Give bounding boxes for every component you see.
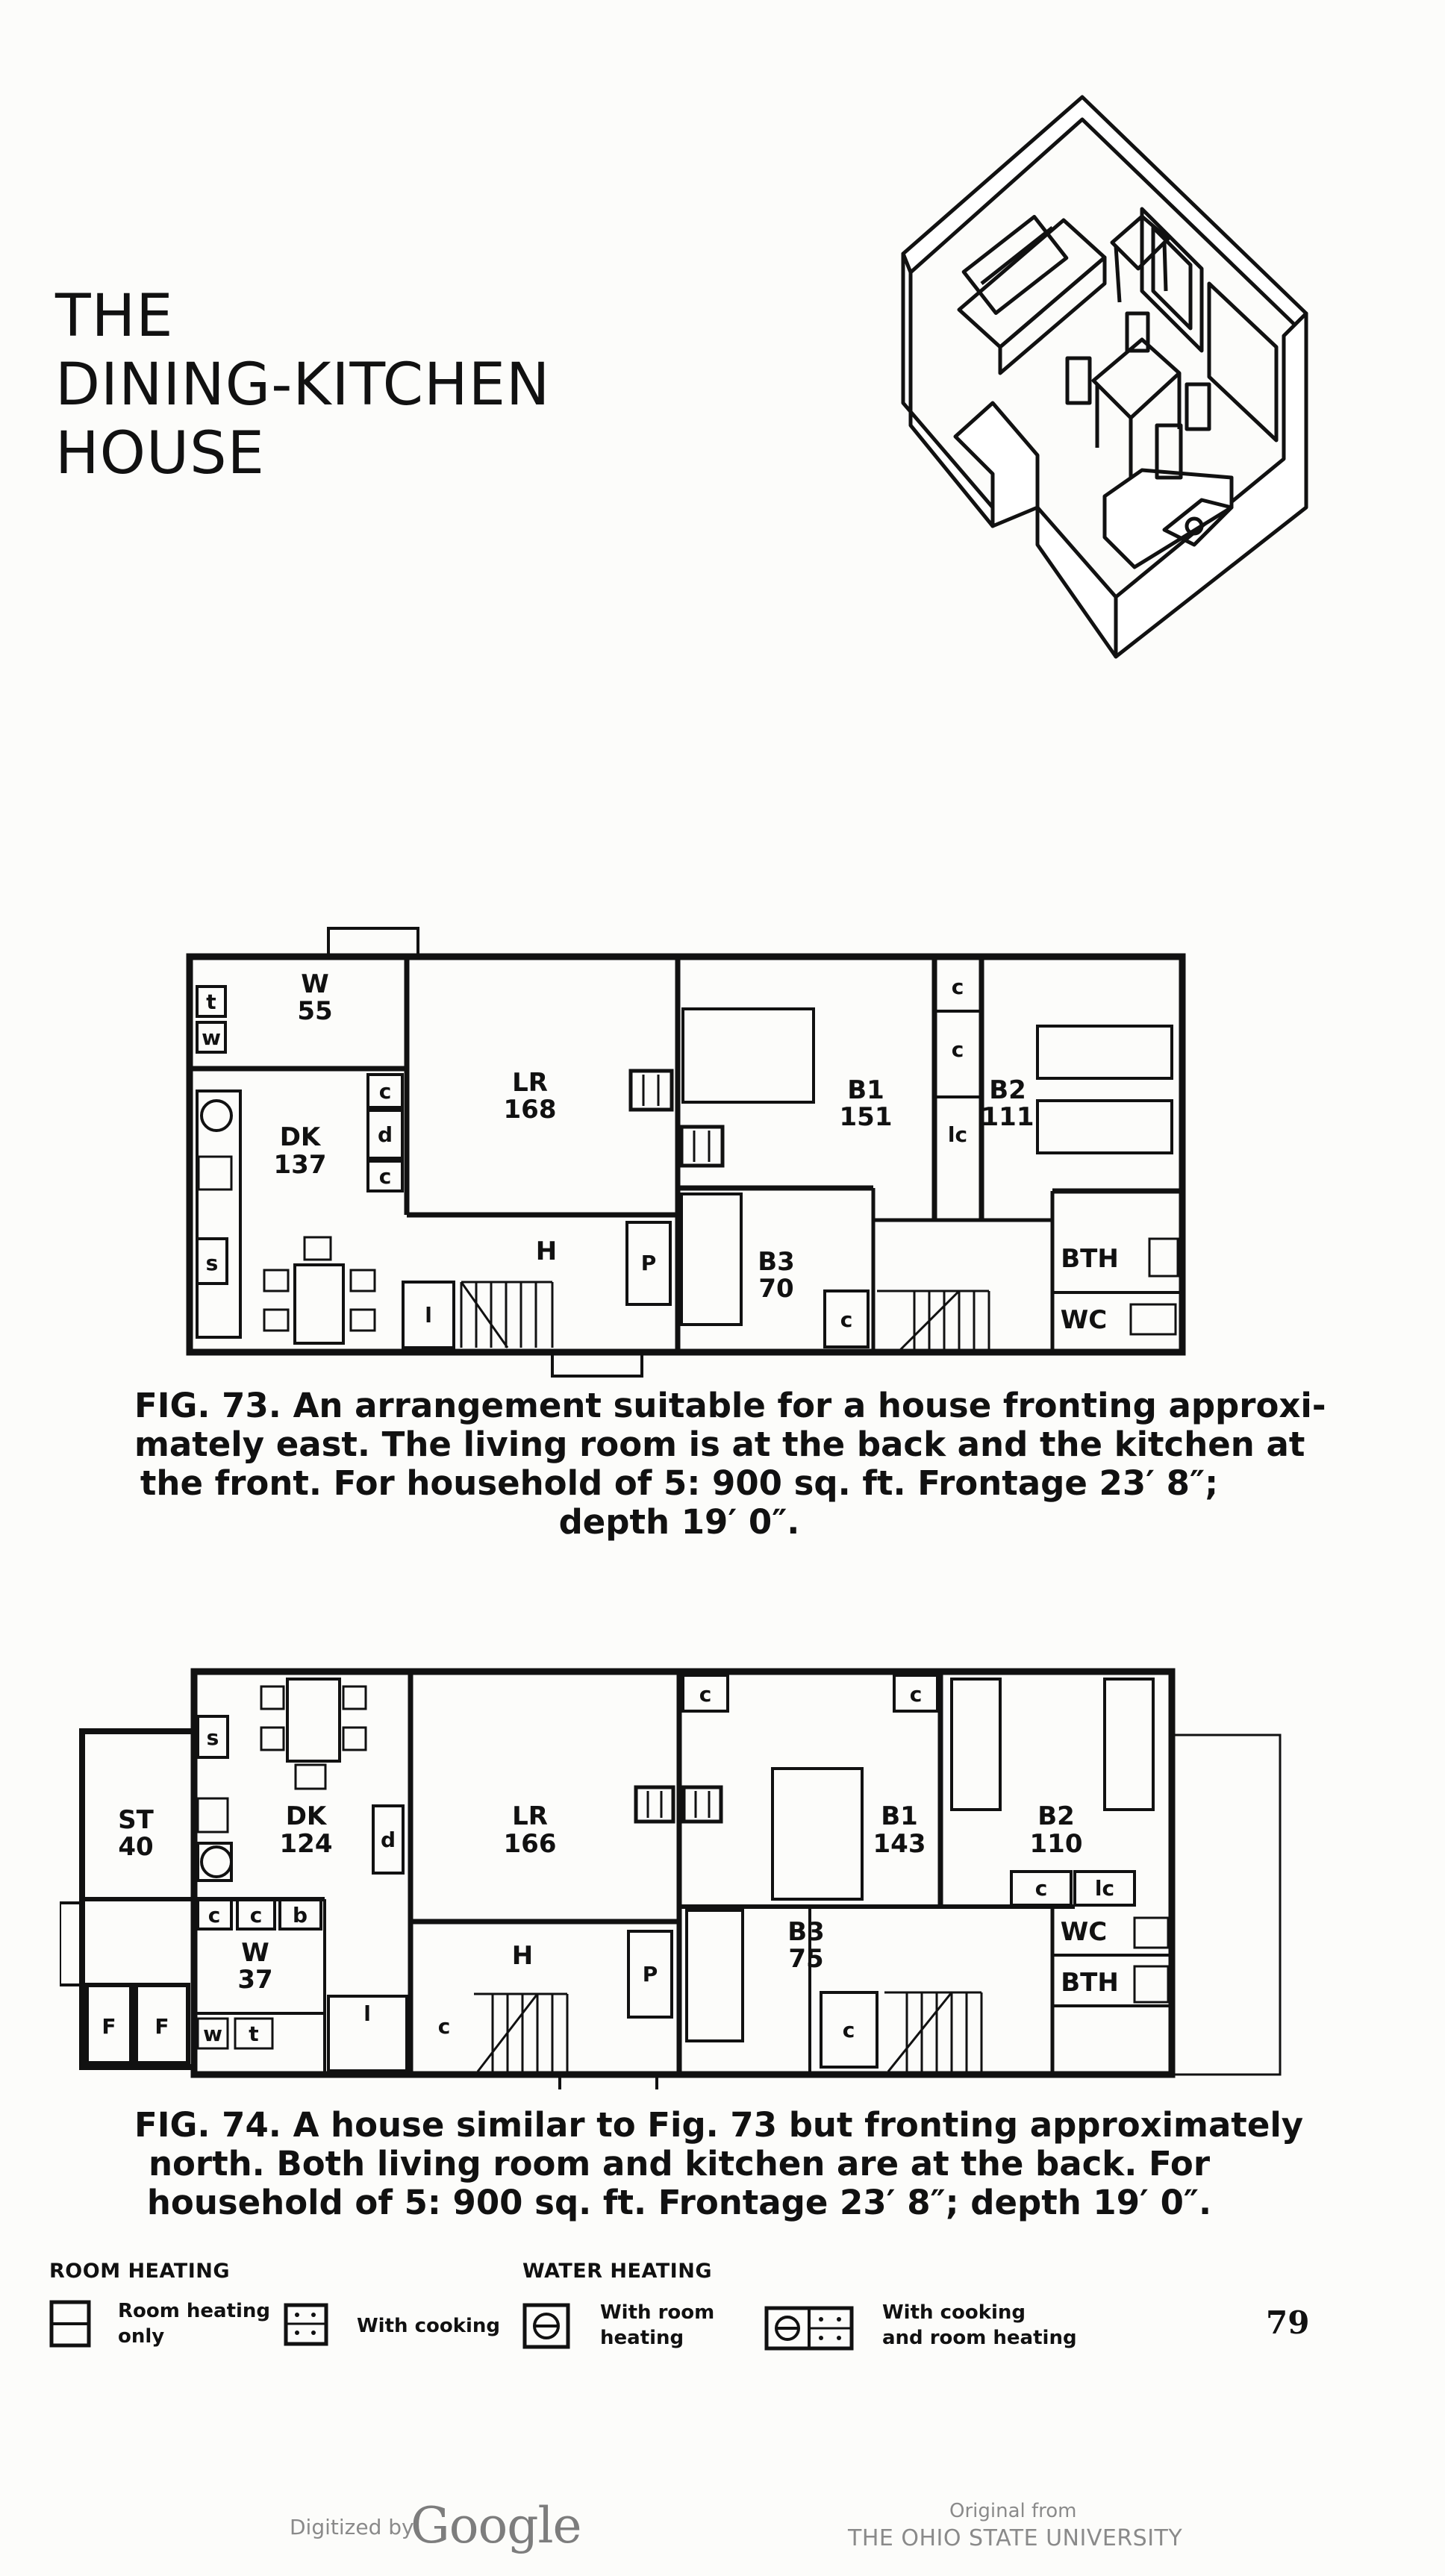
title-line-3: HOUSE	[55, 420, 265, 487]
fig74-room-b3-area: 75	[788, 1944, 823, 1974]
fig73-room-lr-area: 168	[504, 1095, 557, 1125]
fig74-fixture-d: d	[381, 1828, 396, 1852]
fig74-floor-plan: ST 40 DK 124 LR 166 B1 143 B2 110 W 37 B…	[60, 1668, 1282, 2089]
legend-item-line: With cooking	[357, 2315, 501, 2337]
digitized-by-text: Digitized by	[290, 2515, 414, 2539]
fig73-room-dk-area: 137	[274, 1150, 327, 1180]
fig74-fixture-l: l	[363, 2001, 371, 2026]
fig74-fixture-t: t	[249, 2022, 258, 2046]
fig74-room-b2-code: B2	[1037, 1801, 1075, 1831]
legend-item-with-room-heating: With room heating	[600, 2300, 714, 2351]
legend-item-line: only	[118, 2325, 165, 2348]
legend-item-line: With room	[600, 2301, 715, 2324]
fig74-room-w-code: W	[241, 1938, 269, 1968]
fig73-fixture-l: l	[425, 1303, 432, 1328]
fig74-caption-line: FIG. 74. A house similar to Fig. 73 but …	[134, 2105, 1304, 2145]
fig74-room-lr-code: LR	[512, 1801, 548, 1831]
fig74-fixture-p: P	[643, 1962, 658, 1986]
title-line-2: DINING-KITCHEN	[55, 351, 551, 419]
fig73-room-dk-code: DK	[280, 1122, 322, 1152]
fig74-room-st-area: 40	[118, 1832, 153, 1862]
fig73-fixture-c: c	[379, 1164, 392, 1189]
fig74-fixture-c: c	[208, 1903, 221, 1928]
fig74-fixture-f: F	[155, 2014, 169, 2039]
fig73-room-b3-area: 70	[758, 1274, 793, 1304]
fig74-room-h-code: H	[512, 1941, 533, 1971]
fig73-caption-line: depth 19′ 0″.	[558, 1502, 800, 1542]
water-heating-cooking-room-icon	[764, 2306, 854, 2351]
fig73-caption-line: FIG. 73. An arrangement suitable for a h…	[134, 1386, 1326, 1425]
fig73-caption-line: the front. For household of 5: 900 sq. f…	[140, 1463, 1219, 1503]
legend-item-room-heating-only: Room heating only	[118, 2298, 270, 2349]
fig74-fixture-c: c	[438, 2014, 451, 2039]
legend-item-line: With cooking	[882, 2301, 1026, 2324]
university-name: THE OHIO STATE UNIVERSITY	[848, 2525, 1183, 2551]
fig73-room-bth-code: BTH	[1061, 1244, 1119, 1274]
fig73-room-h-code: H	[536, 1237, 557, 1266]
room-heating-only-icon	[49, 2300, 91, 2348]
fig73-room-b3-code: B3	[758, 1247, 795, 1277]
fig74-fixture-c: c	[910, 1682, 923, 1707]
fig74-caption-line: north. Both living room and kitchen are …	[148, 2144, 1211, 2183]
original-from-text: Original from	[949, 2500, 1077, 2522]
fig74-room-dk-code: DK	[286, 1801, 328, 1831]
legend-water-heating-heading: WATER HEATING	[522, 2260, 712, 2283]
fig73-fixture-c: c	[952, 975, 964, 999]
fig73-room-b1-area: 151	[840, 1102, 893, 1132]
google-logo: Google	[411, 2497, 582, 2554]
dining-kitchen-isometric-illustration	[901, 95, 1308, 659]
fig73-room-b1-code: B1	[847, 1075, 884, 1105]
legend-item-with-cooking: With cooking	[357, 2313, 500, 2339]
fig73-room-b2-code: B2	[989, 1075, 1026, 1105]
fig73-room-w-code: W	[301, 969, 329, 999]
fig74-caption: FIG. 74. A house similar to Fig. 73 but …	[134, 2105, 1304, 2222]
fig74-fixture-c: c	[250, 1903, 263, 1928]
fig74-fixture-lc: lc	[1095, 1876, 1114, 1901]
page-number: 79	[1266, 2304, 1310, 2341]
fig73-caption: FIG. 73. An arrangement suitable for a h…	[134, 1386, 1326, 1542]
fig73-caption-line: mately east. The living room is at the b…	[134, 1425, 1305, 1464]
fig73-fixture-c: c	[840, 1307, 853, 1332]
legend-item-line: heating	[600, 2327, 684, 2349]
fig74-room-dk-area: 124	[280, 1829, 333, 1859]
fig74-fixture-w: w	[203, 2022, 222, 2046]
room-heating-cooking-icon	[284, 2303, 328, 2346]
fig73-fixture-c: c	[952, 1037, 964, 1062]
fig73-room-w-area: 55	[297, 996, 332, 1026]
fig73-fixture-lc: lc	[948, 1122, 967, 1147]
fig73-fixture-t: t	[206, 990, 216, 1014]
fig73-fixture-d: d	[378, 1122, 393, 1147]
fig73-fixture-p: P	[641, 1251, 657, 1275]
fig74-room-b2-area: 110	[1030, 1829, 1083, 1859]
legend-item-line: Room heating	[118, 2300, 271, 2322]
fig74-room-b1-area: 143	[873, 1829, 926, 1859]
fig74-fixture-c: c	[1035, 1876, 1048, 1901]
title-line-1: THE	[55, 283, 174, 350]
legend-room-heating-heading: ROOM HEATING	[49, 2260, 231, 2283]
fig73-fixture-c: c	[379, 1079, 392, 1104]
fig73-fixture-s: s	[206, 1251, 219, 1275]
fig73-room-lr-code: LR	[512, 1068, 548, 1098]
fig74-fixture-s: s	[207, 1725, 219, 1750]
fig74-room-wc-code: WC	[1061, 1917, 1107, 1947]
fig74-caption-line: household of 5: 900 sq. ft. Frontage 23′…	[146, 2183, 1212, 2222]
fig74-room-w-area: 37	[237, 1965, 272, 1995]
legend-item-line: and room heating	[882, 2327, 1077, 2349]
fig73-fixture-w: w	[202, 1025, 221, 1050]
fig74-fixture-f: F	[102, 2014, 116, 2039]
water-heating-room-icon	[522, 2303, 570, 2349]
fig74-room-b1-code: B1	[881, 1801, 918, 1831]
fig74-fixture-b: b	[293, 1903, 308, 1928]
fig74-room-lr-area: 166	[504, 1829, 557, 1859]
fig73-room-wc-code: WC	[1061, 1305, 1107, 1335]
fig74-fixture-c: c	[843, 2018, 855, 2042]
fig74-room-st-code: ST	[118, 1805, 154, 1835]
fig74-room-bth-code: BTH	[1061, 1968, 1119, 1998]
fig73-floor-plan: W 55 DK 137 LR 168 B1 151 B2 111 B3 70 H…	[186, 927, 1186, 1378]
fig74-room-b3-code: B3	[787, 1917, 825, 1947]
fig73-room-b2-area: 111	[981, 1102, 1034, 1132]
fig74-fixture-c: c	[699, 1682, 712, 1707]
page-title: THE DINING-KITCHEN HOUSE	[55, 282, 550, 488]
legend-item-with-cooking-and-room-heating: With cooking and room heating	[882, 2300, 1077, 2351]
